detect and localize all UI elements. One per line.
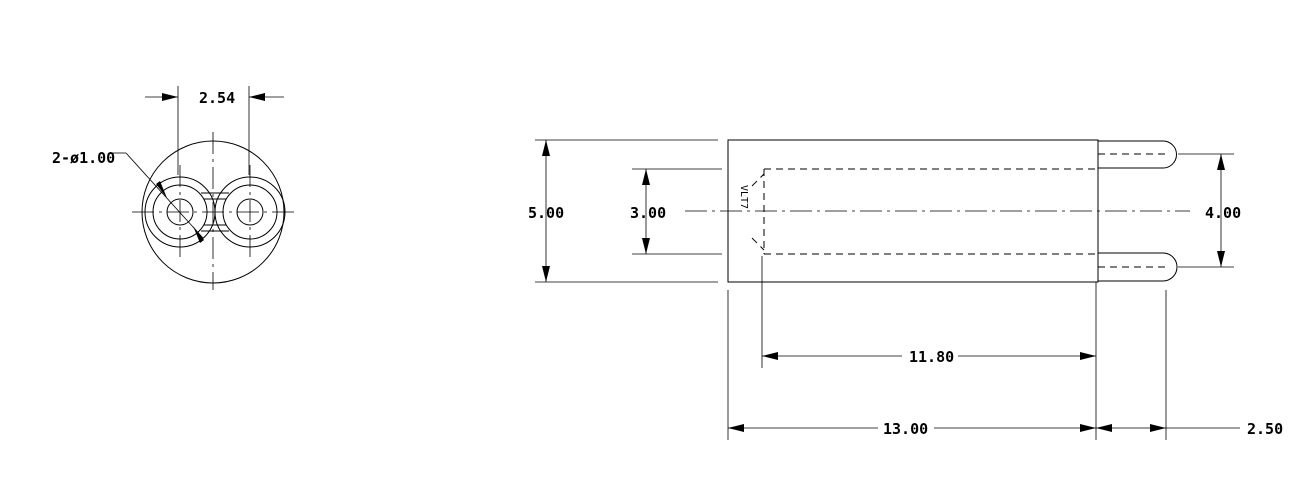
overall-height-label: 5.00 bbox=[528, 204, 564, 222]
pin-pitch-label: 2.54 bbox=[199, 89, 235, 107]
cavity-height-label: 3.00 bbox=[630, 204, 666, 222]
pitch-arrow-right bbox=[249, 93, 265, 101]
body-length-arrow-right bbox=[1080, 424, 1096, 432]
body-length-label: 13.00 bbox=[883, 420, 928, 438]
pin-spacing-label: 4.00 bbox=[1205, 204, 1241, 222]
end-view: 2.54 2-ø1.00 bbox=[52, 86, 298, 290]
body-length-arrow-left bbox=[728, 424, 744, 432]
callout-leader-diagonal bbox=[125, 152, 204, 239]
body-marking: VLT7 bbox=[738, 185, 749, 209]
cavity-length-label: 11.80 bbox=[909, 348, 954, 366]
side-view: VLT7 5.00 3.00 4.00 11.80 bbox=[528, 139, 1283, 440]
pin-length-arrow-left bbox=[1096, 424, 1112, 432]
callout-arrow-upper bbox=[156, 181, 167, 198]
cavity-arrow-top bbox=[642, 169, 650, 185]
cavity-length-arrow-left bbox=[762, 352, 778, 360]
cavity-arrow-bottom bbox=[642, 238, 650, 254]
bottom-pin-tip bbox=[1162, 252, 1178, 282]
pin-spacing-arrow-bottom bbox=[1217, 251, 1225, 267]
cavity-chamfer-top bbox=[751, 173, 765, 187]
height-arrow-top bbox=[542, 140, 550, 156]
cavity-length-arrow-right bbox=[1080, 352, 1096, 360]
top-pin-tip bbox=[1162, 140, 1177, 169]
pin-protrusion-label: 2.50 bbox=[1247, 420, 1283, 438]
pin-spacing-arrow-top bbox=[1217, 154, 1225, 170]
pin-length-arrow-right bbox=[1150, 424, 1166, 432]
height-arrow-bottom bbox=[542, 266, 550, 282]
cavity-chamfer-bottom bbox=[751, 237, 765, 251]
hole-callout-label: 2-ø1.00 bbox=[52, 149, 115, 167]
callout-arrow-lower bbox=[193, 226, 204, 243]
pitch-arrow-left bbox=[162, 93, 178, 101]
